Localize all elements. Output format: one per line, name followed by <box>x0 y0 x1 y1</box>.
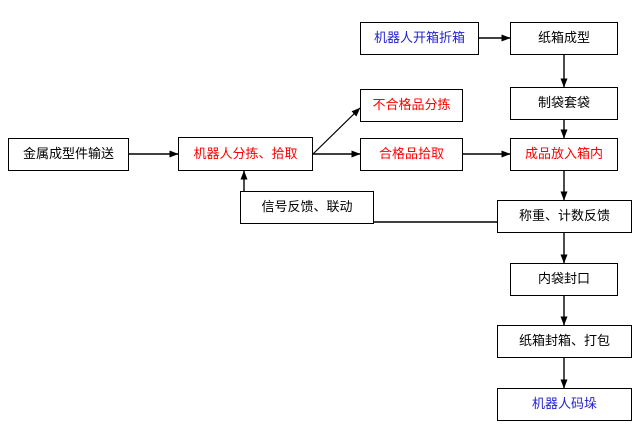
node-label: 不合格品分拣 <box>372 98 451 113</box>
node-carton-seal-pack[interactable]: 纸箱封箱、打包 <box>497 325 632 358</box>
node-bag-making[interactable]: 制袋套袋 <box>510 87 618 120</box>
node-label: 合格品拾取 <box>378 147 444 162</box>
node-label: 机器人开箱折箱 <box>373 31 465 46</box>
node-label: 称重、计数反馈 <box>518 209 610 224</box>
node-robot-unbox-fold[interactable]: 机器人开箱折箱 <box>360 22 479 55</box>
node-label: 金属成型件输送 <box>22 147 114 162</box>
edge-robot-sort-to-reject <box>312 107 361 155</box>
node-weigh-count[interactable]: 称重、计数反馈 <box>497 200 632 233</box>
node-robot-palletize[interactable]: 机器人码垛 <box>497 388 632 421</box>
node-label: 成品放入箱内 <box>524 147 603 162</box>
node-inner-bag-seal[interactable]: 内袋封口 <box>510 263 618 296</box>
node-label: 机器人码垛 <box>531 397 597 412</box>
node-label: 纸箱成型 <box>537 31 590 46</box>
node-reject-sort[interactable]: 不合格品分拣 <box>360 89 463 122</box>
node-product-into-box[interactable]: 成品放入箱内 <box>510 138 618 171</box>
node-metal-feed[interactable]: 金属成型件输送 <box>8 138 129 171</box>
node-carton-forming[interactable]: 纸箱成型 <box>510 22 618 55</box>
node-signal-feedback[interactable]: 信号反馈、联动 <box>240 191 374 224</box>
node-label: 纸箱封箱、打包 <box>518 334 610 349</box>
node-label: 信号反馈、联动 <box>261 200 353 215</box>
node-robot-sort-pick[interactable]: 机器人分拣、拾取 <box>178 137 313 171</box>
node-qualified-pick[interactable]: 合格品拾取 <box>360 138 463 171</box>
node-label: 机器人分拣、拾取 <box>193 146 298 162</box>
node-label: 制袋套袋 <box>537 96 590 111</box>
node-label: 内袋封口 <box>537 272 590 287</box>
